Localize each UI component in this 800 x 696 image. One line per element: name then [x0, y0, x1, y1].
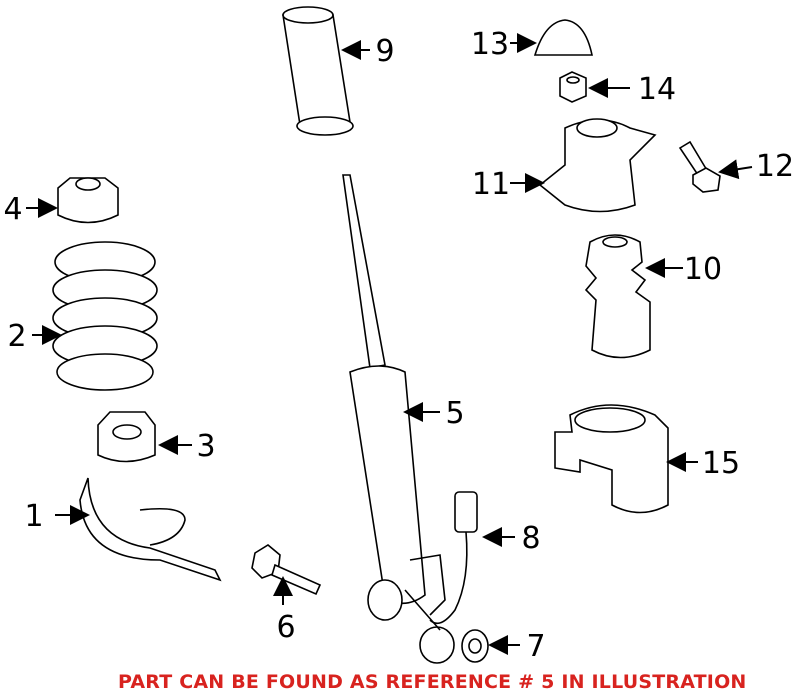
callout-1[interactable]: 1 [24, 499, 43, 534]
callout-13[interactable]: 13 [471, 27, 509, 62]
strut-mount-part[interactable] [538, 118, 657, 213]
spring-seat-lower-part[interactable] [97, 411, 156, 463]
callout-14[interactable]: 14 [638, 72, 676, 107]
bump-stop-part[interactable] [584, 234, 651, 359]
callout-12[interactable]: 12 [756, 149, 794, 184]
callout-15[interactable]: 15 [702, 446, 740, 481]
washer-part[interactable] [461, 629, 489, 663]
bump-stop-bracket-part[interactable] [554, 404, 669, 514]
callout-6[interactable]: 6 [276, 610, 295, 645]
callout-5[interactable]: 5 [445, 396, 464, 431]
spring-seat-upper-part[interactable] [57, 177, 119, 224]
bolt-part[interactable] [251, 544, 322, 596]
reference-note: PART CAN BE FOUND AS REFERENCE # 5 IN IL… [118, 671, 747, 693]
dust-boot-part[interactable] [282, 6, 354, 136]
callout-8[interactable]: 8 [521, 521, 540, 556]
sensor-connector-part[interactable] [429, 491, 478, 625]
callout-7[interactable]: 7 [526, 629, 545, 664]
mount-bolt-part[interactable] [678, 140, 721, 193]
spring-insulator-part[interactable] [79, 477, 222, 582]
callout-4[interactable]: 4 [3, 192, 22, 227]
callout-9[interactable]: 9 [375, 34, 394, 69]
nut-part[interactable] [559, 71, 587, 103]
callout-2[interactable]: 2 [7, 319, 26, 354]
callout-3[interactable]: 3 [196, 429, 215, 464]
shock-absorber-part[interactable] [342, 174, 455, 664]
cap-part[interactable] [533, 19, 593, 56]
callout-arrows [26, 33, 753, 655]
callout-11[interactable]: 11 [472, 167, 510, 202]
callout-10[interactable]: 10 [684, 252, 722, 287]
coil-spring-part[interactable] [52, 241, 158, 391]
